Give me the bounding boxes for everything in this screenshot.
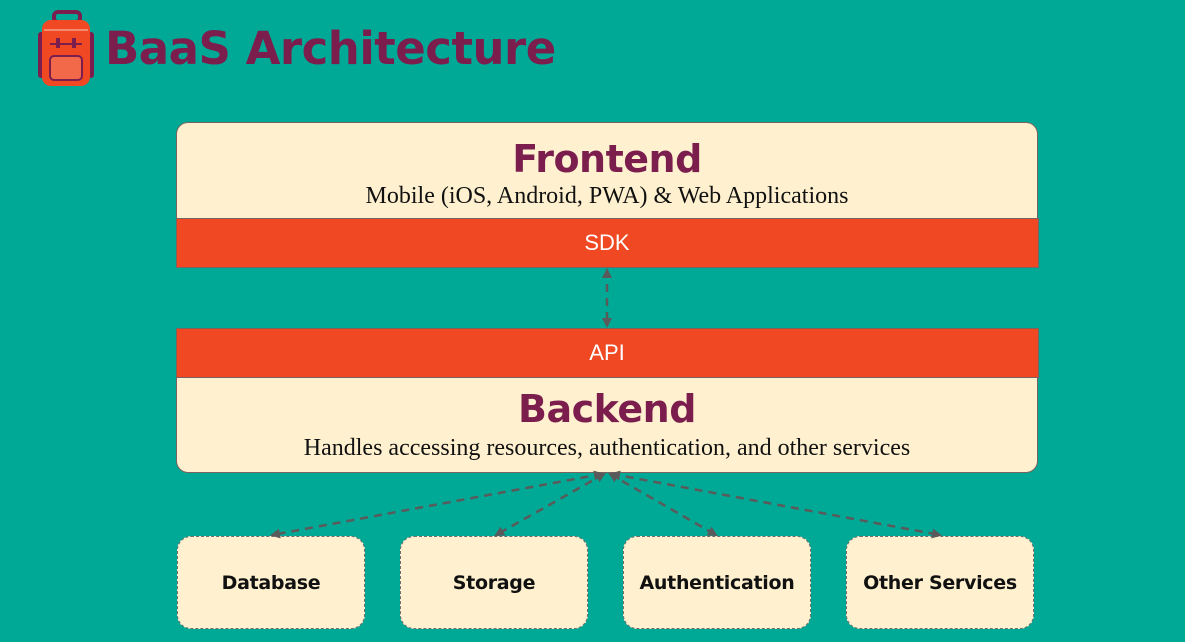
service-box-other-services: Other Services (846, 536, 1034, 629)
backend-box: API Backend Handles accessing resources,… (175, 327, 1039, 473)
backpack-icon (38, 10, 94, 86)
backend-other-services-connector (610, 470, 942, 539)
sdk-band: SDK (175, 217, 1039, 268)
api-band: API (175, 327, 1039, 378)
service-box-storage: Storage (400, 536, 588, 629)
backend-storage-connector (494, 472, 606, 537)
backend-authentication-connector (608, 472, 718, 537)
frontend-subtitle: Mobile (iOS, Android, PWA) & Web Applica… (365, 183, 849, 209)
backend-database-connector (270, 470, 604, 539)
service-box-database: Database (177, 536, 365, 629)
page-title: BaaS Architecture (105, 22, 556, 75)
service-box-authentication: Authentication (623, 536, 811, 629)
backend-title: Backend (518, 387, 696, 431)
frontend-box: Frontend Mobile (iOS, Android, PWA) & We… (175, 122, 1039, 268)
frontend-title: Frontend (512, 137, 702, 181)
backend-subtitle: Handles accessing resources, authenticat… (303, 435, 911, 461)
